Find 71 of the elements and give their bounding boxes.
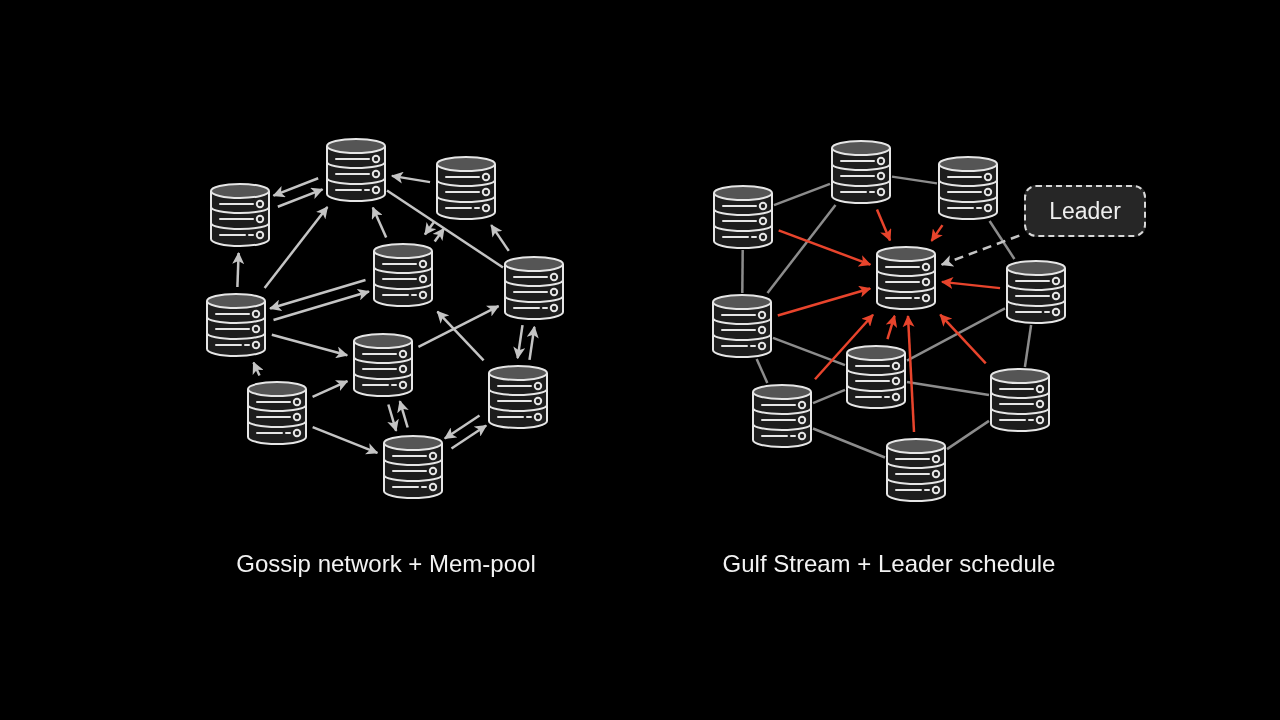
connector-line [741, 250, 744, 293]
database-cylinder [751, 383, 813, 449]
diagram-caption: Gossip network + Mem-pool [236, 550, 536, 578]
database-cylinder [937, 155, 999, 221]
database-cylinder [845, 344, 907, 410]
connector-line [946, 419, 990, 451]
arrow [450, 424, 487, 450]
arrow [939, 313, 987, 365]
database-cylinder [246, 380, 308, 446]
connector-line [988, 220, 1016, 260]
arrow [777, 285, 872, 317]
database-cylinder [989, 367, 1051, 433]
arrow [397, 400, 409, 428]
arrow [875, 209, 892, 242]
database-cylinder [503, 255, 565, 321]
connector-line [891, 175, 938, 185]
database-cylinder [885, 437, 947, 503]
arrow [490, 224, 510, 252]
arrow [273, 288, 370, 322]
database-cylinder [352, 332, 414, 398]
database-cylinder [382, 434, 444, 500]
connector-line [755, 358, 769, 384]
arrow [271, 333, 349, 359]
arrow [814, 313, 874, 381]
database-cylinder [209, 182, 271, 248]
arrow [269, 278, 366, 312]
arrow [390, 171, 431, 184]
arrow [885, 314, 898, 340]
callout-text: Leader [1049, 197, 1121, 225]
database-cylinder [372, 242, 434, 308]
arrow [526, 325, 539, 361]
connector-line [1023, 324, 1033, 368]
database-cylinder [487, 364, 549, 430]
connector-line [906, 380, 990, 397]
database-cylinder [1005, 259, 1067, 325]
database-cylinder [712, 184, 774, 250]
arrow [941, 277, 1001, 290]
connector-line [773, 182, 831, 207]
arrow [277, 187, 324, 208]
arrow [263, 206, 329, 289]
connector-line [812, 388, 846, 405]
arrow [312, 379, 349, 399]
arrow [423, 220, 437, 236]
diagram-caption: Gulf Stream + Leader schedule [722, 550, 1056, 578]
database-cylinder [325, 137, 387, 203]
arrow [232, 252, 245, 288]
database-cylinder [435, 155, 497, 221]
arrow [252, 361, 264, 376]
database-cylinder [875, 245, 937, 311]
dashed-arrow [940, 234, 1020, 267]
arrow [387, 404, 399, 432]
arrow [930, 224, 944, 242]
connector-line [772, 336, 846, 367]
arrow [432, 227, 446, 243]
arrow [902, 315, 916, 433]
database-cylinder [205, 292, 267, 358]
arrow [312, 426, 379, 455]
arrow [444, 414, 481, 440]
connector-line [386, 189, 504, 269]
arrow [436, 310, 485, 362]
arrow [417, 304, 500, 349]
arrow [371, 206, 388, 238]
arrow [513, 324, 526, 360]
connector-line [766, 204, 837, 294]
callout-box [1024, 185, 1146, 237]
database-cylinder [711, 293, 773, 359]
connector-line [906, 307, 1006, 362]
database-cylinder [830, 139, 892, 205]
arrow [778, 229, 872, 267]
arrow [272, 177, 319, 198]
connector-line [812, 427, 886, 459]
